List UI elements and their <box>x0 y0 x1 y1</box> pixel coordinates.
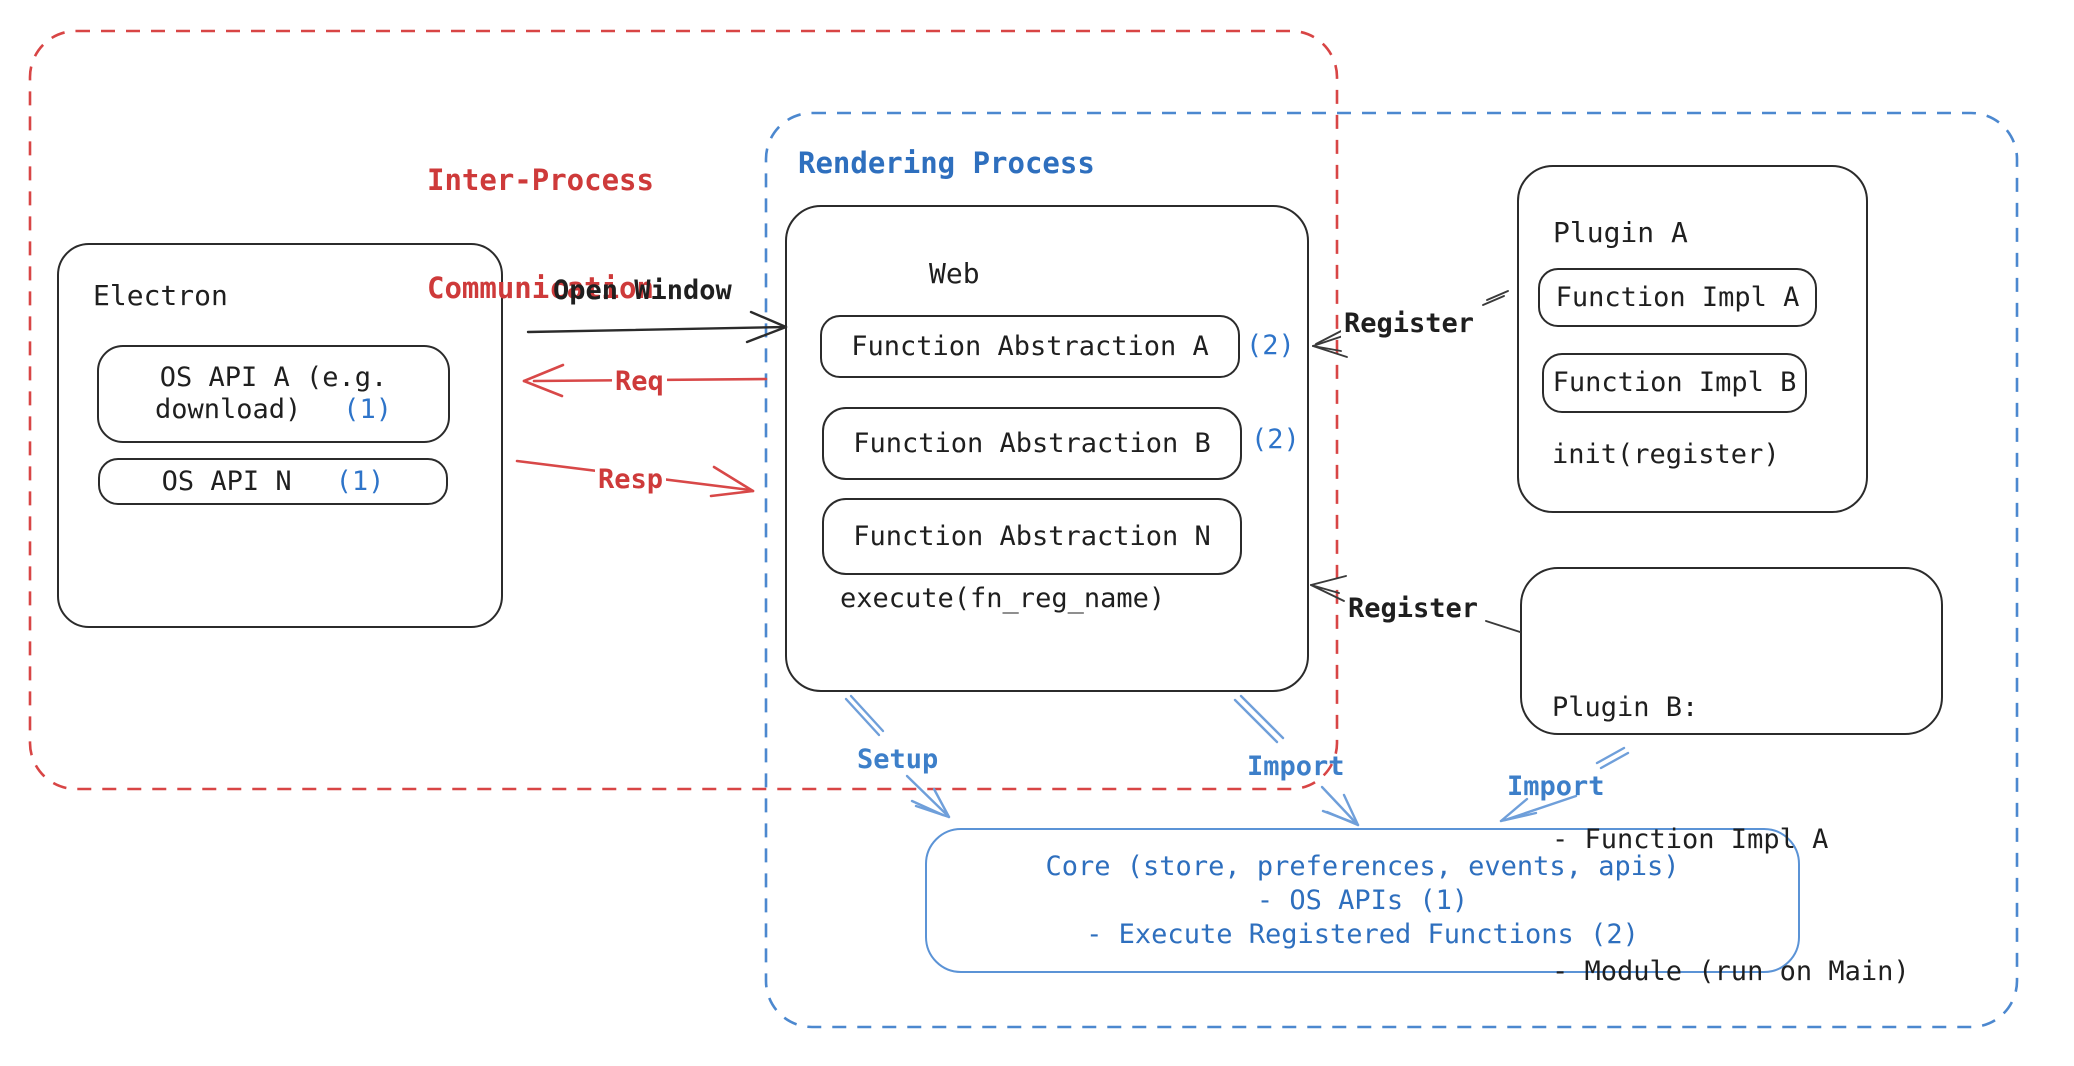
register-bottom-label: Register <box>1345 594 1482 624</box>
function-abstraction-b-label: Function Abstraction B <box>853 427 1211 459</box>
os-api-n-badge: (1) <box>335 465 385 497</box>
os-api-n-label: OS API N (1) <box>162 466 385 498</box>
function-impl-a-label: Function Impl A <box>1555 281 1800 313</box>
os-api-a-label: OS API A (e.g. download) (1) <box>155 362 392 426</box>
function-abstraction-n-box: Function Abstraction N <box>822 498 1242 575</box>
plugin-b-title: Plugin B: <box>1552 692 1699 723</box>
os-api-a-box: OS API A (e.g. download) (1) <box>97 345 450 443</box>
req-label: Req <box>612 367 667 397</box>
os-api-n-text: OS API N <box>161 465 292 497</box>
os-api-a-line2: download) <box>154 394 302 425</box>
plugin-b-text: Plugin B: - Function Impl A - Module (ru… <box>1552 598 1910 1066</box>
os-api-a-badge: (1) <box>343 394 393 425</box>
function-impl-b-label: Function Impl B <box>1552 367 1797 398</box>
setup-label: Setup <box>857 744 939 775</box>
web-title: Web <box>929 257 980 290</box>
function-abstraction-b-badge: (2) <box>1251 424 1300 455</box>
import-right-label: Import <box>1507 771 1605 802</box>
register-top-label: Register <box>1341 309 1478 339</box>
execute-label: execute(fn_reg_name) <box>840 583 1166 614</box>
resp-label: Resp <box>595 465 667 495</box>
plugin-b-item2: - Module (run on Main) <box>1552 956 1910 987</box>
function-abstraction-a-label: Function Abstraction A <box>851 330 1209 362</box>
function-abstraction-a-box: Function Abstraction A <box>820 315 1240 378</box>
os-api-a-line1: OS API A (e.g. <box>159 362 388 393</box>
ipc-label-line1: Inter-Process <box>427 163 654 197</box>
function-abstraction-b-box: Function Abstraction B <box>822 407 1242 480</box>
plugin-b-item1: - Function Impl A <box>1552 824 1829 855</box>
os-api-n-box: OS API N (1) <box>98 458 448 505</box>
electron-title: Electron <box>93 279 228 312</box>
init-register-label: init(register) <box>1552 439 1780 470</box>
rendering-region-label: Rendering Process <box>798 146 1095 180</box>
ipc-region-label: Inter-Process Communication <box>427 90 654 378</box>
function-impl-b-box: Function Impl B <box>1542 353 1807 413</box>
function-abstraction-a-badge: (2) <box>1246 330 1295 361</box>
function-impl-a-box: Function Impl A <box>1538 268 1817 327</box>
open-window-label: Open Window <box>553 275 732 306</box>
plugin-a-title: Plugin A <box>1553 216 1688 249</box>
import-center-label: Import <box>1247 751 1345 782</box>
function-abstraction-n-label: Function Abstraction N <box>853 520 1211 552</box>
